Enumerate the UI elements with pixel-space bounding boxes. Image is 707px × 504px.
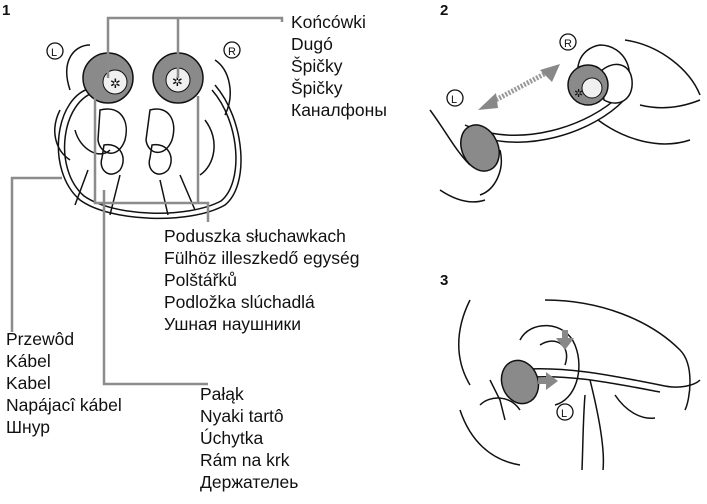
figure-3-wearing (459, 300, 700, 470)
label-line: Rám na krk (200, 449, 298, 471)
label-line: Держателеь (200, 471, 298, 493)
left-marker-label: L (451, 94, 457, 106)
left-marker-label: L (561, 408, 567, 420)
figure-2-stretch (430, 40, 700, 202)
label-line: Podložka slúchadlá (164, 291, 360, 313)
svg-text:✲: ✲ (574, 87, 583, 100)
label-line: Úchytka (200, 427, 298, 449)
right-marker-label: R (564, 38, 572, 50)
label-neckband-holder: Pałąk Nyaki tartô Úchytka Rám na krk Дер… (200, 383, 298, 493)
label-line: Polštářků (164, 269, 360, 291)
right-marker-label: R (228, 46, 236, 58)
label-line: Špičky (291, 55, 387, 77)
label-line: Przewôd (6, 328, 122, 350)
label-line: Каналфоны (291, 99, 387, 121)
label-line: Dugó (291, 33, 387, 55)
left-marker-label: L (51, 47, 57, 59)
insert-arrow-icon (538, 330, 574, 390)
stretch-arrow-icon (478, 64, 560, 110)
label-ear-cushion: Poduszka słuchawkach Fülhöz illeszkedő e… (164, 225, 360, 335)
label-line: Špičky (291, 77, 387, 99)
label-earbud-tips: Końcówki Dugó Špičky Špičky Каналфоны (291, 11, 387, 121)
label-line: Nyaki tartô (200, 405, 298, 427)
label-line: Napájacî kábel (6, 394, 122, 416)
label-line: Ушная наушники (164, 313, 360, 335)
label-line: Fülhöz illeszkedő egység (164, 247, 360, 269)
label-line: Poduszka słuchawkach (164, 225, 360, 247)
label-line: Шнур (6, 416, 122, 438)
label-cord: Przewôd Kábel Kabel Napájacî kábel Шнур (6, 328, 122, 438)
label-line: Kabel (6, 372, 122, 394)
label-line: Pałąk (200, 383, 298, 405)
label-line: Końcówki (291, 11, 387, 33)
figure-1-headphones (55, 45, 241, 218)
svg-text:✲: ✲ (110, 77, 121, 92)
label-line: Kábel (6, 350, 122, 372)
